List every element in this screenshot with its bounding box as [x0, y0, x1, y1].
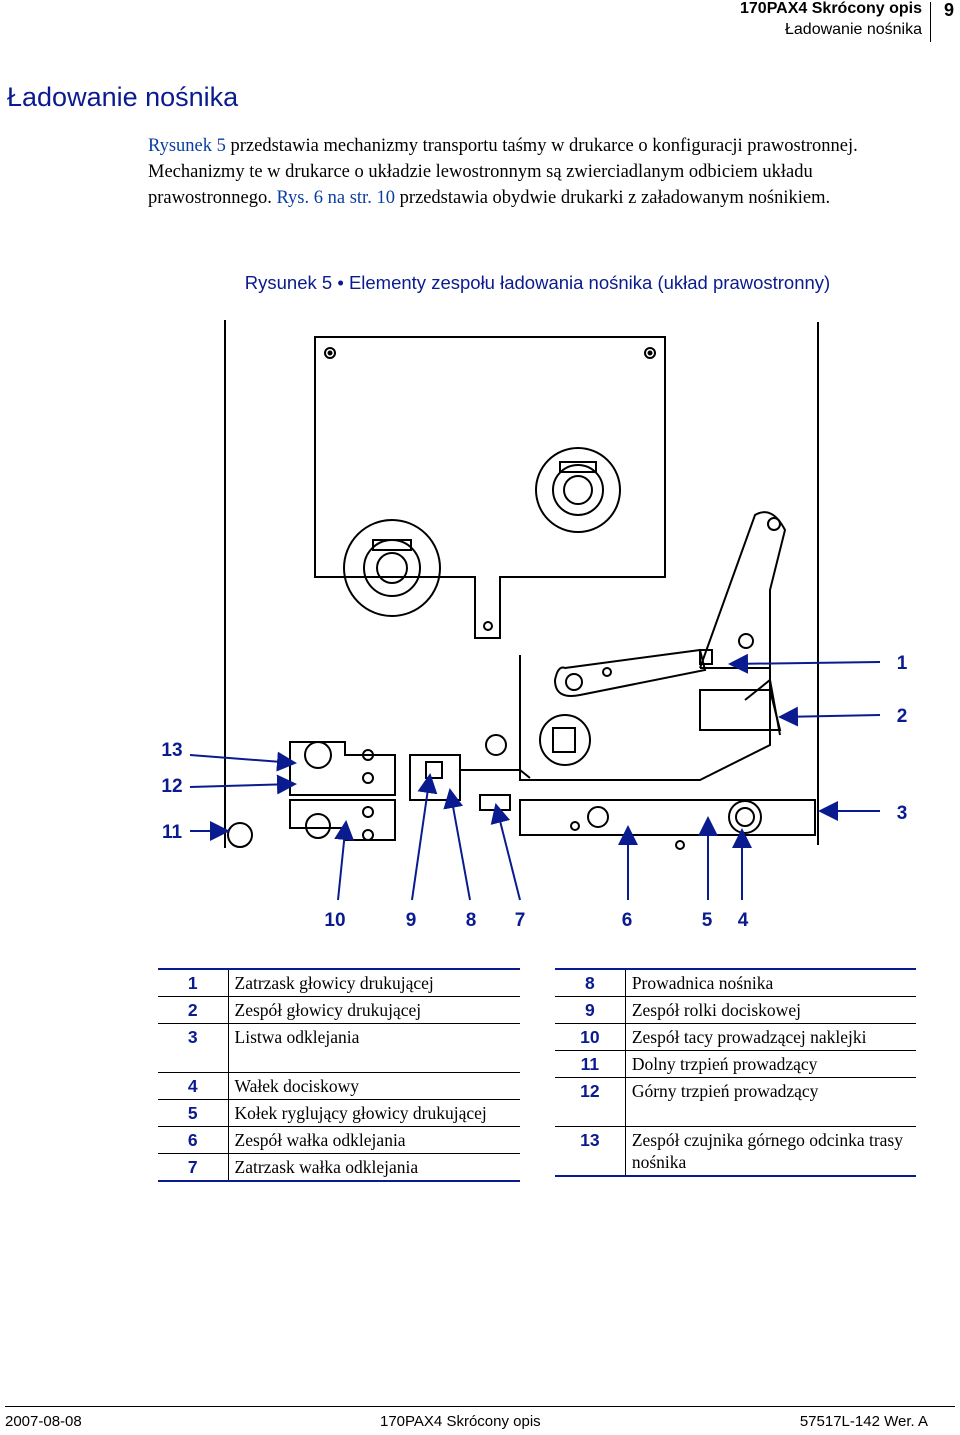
legend-number: 5	[158, 1099, 229, 1127]
legend-number: 12	[555, 1077, 626, 1127]
footer-doc-ref: 57517L-142 Wer. A	[799, 1413, 928, 1430]
page-number: 9	[944, 0, 955, 20]
callout-13: 13	[161, 740, 182, 761]
callout-6: 6	[622, 910, 633, 931]
legend-number: 3	[158, 1023, 229, 1073]
legend-label: Zatrzask głowicy drukującej	[228, 968, 520, 997]
callout-12: 12	[161, 776, 182, 797]
legend-label: Kołek ryglujący głowicy drukującej	[228, 1099, 520, 1127]
legend-number: 4	[158, 1072, 229, 1100]
legend-number: 7	[158, 1153, 229, 1182]
legend-number: 1	[158, 968, 229, 997]
legend-label: Wałek dociskowy	[228, 1072, 520, 1100]
intro-text-2: przedstawia obydwie drukarki z załadowan…	[394, 188, 831, 208]
header-section-name: Ładowanie nośnika	[785, 21, 922, 38]
footer-divider	[5, 1406, 955, 1407]
legend-label: Zatrzask wałka odklejania	[228, 1153, 520, 1182]
legend-label: Zespół głowicy drukującej	[228, 996, 520, 1024]
callout-7: 7	[515, 910, 526, 931]
figure-6-link[interactable]: Rys. 6 na str. 10	[276, 188, 395, 208]
callout-5: 5	[702, 910, 713, 931]
legend-label: Dolny trzpień prowadzący	[625, 1050, 916, 1078]
section-title: Ładowanie nośnika	[7, 82, 239, 112]
intro-text-1: przedstawia mechanizmy transportu taśmy …	[148, 136, 858, 208]
legend-number: 10	[555, 1023, 626, 1051]
callout-1: 1	[897, 653, 908, 674]
callout-11: 11	[162, 822, 183, 843]
printer-mechanism-diagram: 1 2 3 4 5 6 7 8 9 10 13 12 11	[161, 320, 908, 931]
legend-number: 8	[555, 968, 626, 997]
callout-4: 4	[738, 910, 749, 931]
legend-label: Zespół czujnika górnego odcinka trasy no…	[625, 1126, 916, 1177]
legend-label: Prowadnica nośnika	[625, 968, 916, 997]
callout-3: 3	[897, 803, 908, 824]
callout-8: 8	[466, 910, 477, 931]
legend-label: Listwa odklejania	[228, 1023, 520, 1073]
legend-label: Zespół rolki dociskowej	[625, 996, 916, 1024]
legend-number: 11	[555, 1050, 626, 1078]
callout-10: 10	[324, 910, 345, 931]
legend-label: Zespół wałka odklejania	[228, 1126, 520, 1154]
header-divider	[930, 2, 931, 42]
legend-number: 13	[555, 1126, 626, 1177]
callout-9: 9	[406, 910, 417, 931]
figure-caption: Rysunek 5 • Elementy zespołu ładowania n…	[244, 272, 831, 293]
callout-2: 2	[897, 706, 908, 727]
header-doc-title: 170PAX4 Skrócony opis	[740, 0, 922, 17]
legend-label: Górny trzpień prowadzący	[625, 1077, 916, 1127]
footer-doc-title: 170PAX4 Skrócony opis	[380, 1413, 541, 1430]
legend-number: 6	[158, 1126, 229, 1154]
legend-number: 2	[158, 996, 229, 1024]
figure-5-link[interactable]: Rysunek 5	[148, 136, 226, 156]
intro-paragraph: Rysunek 5 przedstawia mechanizmy transpo…	[148, 133, 908, 211]
legend-label: Zespół tacy prowadzącej naklejki	[625, 1023, 916, 1051]
footer-date: 2007-08-08	[5, 1413, 82, 1430]
legend-number: 9	[555, 996, 626, 1024]
